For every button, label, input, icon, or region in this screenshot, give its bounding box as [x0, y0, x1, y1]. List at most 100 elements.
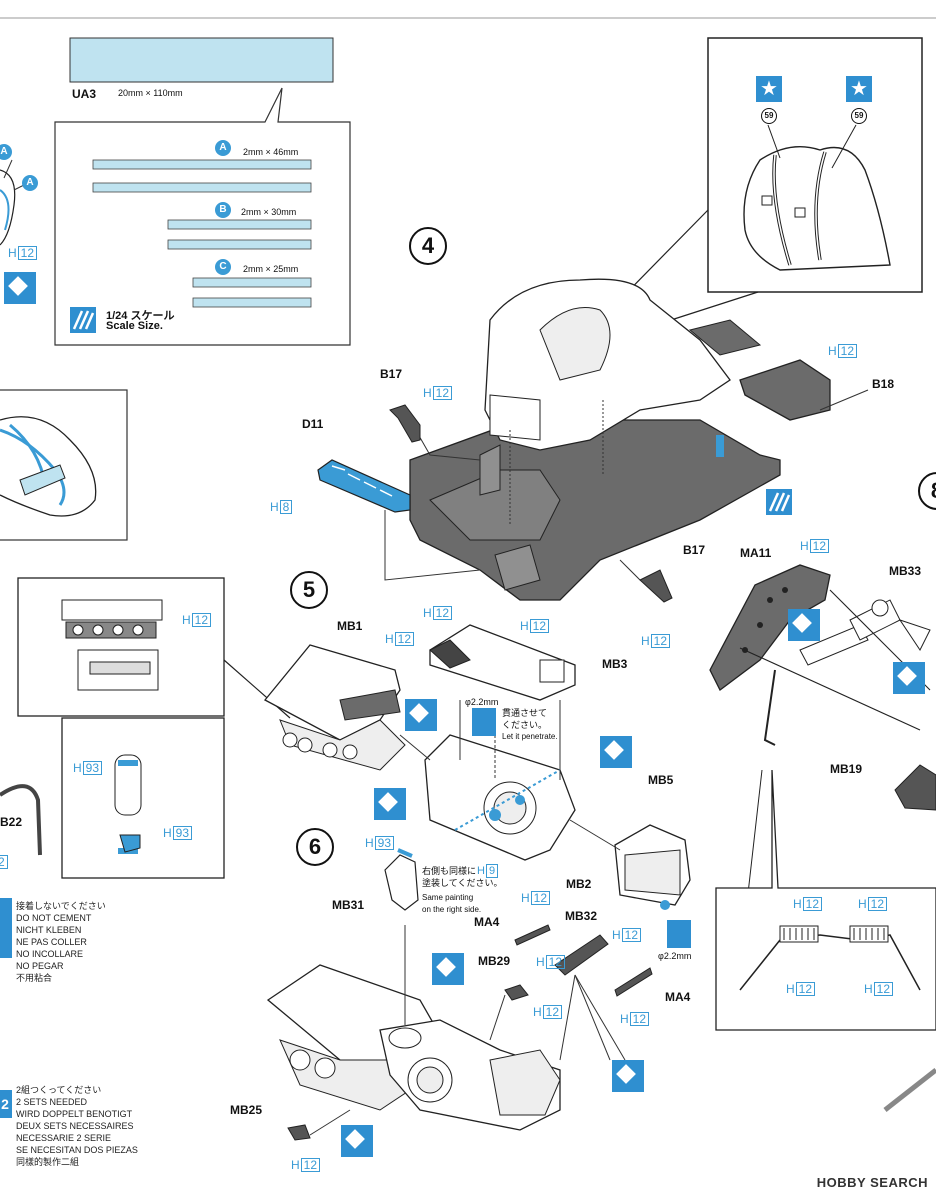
label-mb33: MB33 — [889, 564, 922, 578]
engine-detail-box — [17, 577, 225, 717]
two-sets-icon: 2 — [0, 1090, 12, 1118]
b22-hose — [0, 784, 42, 856]
label-mb29: MB29 — [478, 954, 511, 968]
left-letter-a1: A — [0, 144, 12, 160]
decal-letter-a: A — [215, 140, 231, 156]
label-mb25: MB25 — [230, 1103, 263, 1117]
decal-strip-a1 — [92, 159, 312, 170]
scale-en: Scale Size. — [106, 320, 163, 332]
drill-size-bottom: φ2.2mm — [658, 951, 692, 961]
mb19-part — [894, 764, 936, 811]
mb5-part — [614, 824, 691, 910]
mb2-part — [424, 734, 576, 861]
part-ma4-right — [614, 967, 653, 997]
same-paint-jp2: 塗装してください。 — [422, 878, 503, 888]
glue-diamond-icon-left — [4, 272, 36, 304]
drill-jp-top: 貫通させて ください。 — [502, 708, 548, 730]
decal-size-b: 2mm × 30mm — [241, 207, 297, 217]
glue-diamond-icon-mb33 — [893, 662, 925, 694]
left-letter-a2: A — [22, 175, 38, 191]
label-d11: D11 — [302, 417, 324, 431]
decal-code: UA3 — [72, 87, 97, 101]
same-paint-en2: on the right side. — [422, 905, 482, 914]
decal-59-left: 59 — [761, 108, 777, 124]
decal-strip-a2 — [92, 182, 312, 193]
part-mb29 — [504, 984, 529, 1001]
watermark: HOBBY SEARCH — [816, 1175, 928, 1190]
decal-strip-c2 — [192, 297, 312, 308]
decal-strip-b1 — [167, 219, 312, 230]
part-mb31 — [384, 854, 419, 911]
label-mb31: MB31 — [332, 898, 365, 912]
decal-size-c: 2mm × 25mm — [243, 264, 299, 274]
drill-en-top: Let it penetrate. — [502, 732, 558, 741]
suspension-detail-box — [715, 769, 936, 1031]
glue-diamond-icon-mb2 — [600, 736, 632, 768]
decal-size-a: 2mm × 46mm — [243, 147, 299, 157]
do-not-cement-note: 接着しないでください DO NOT CEMENT NICHT KLEBEN NE… — [16, 901, 106, 983]
part-b17-bottom — [639, 569, 673, 603]
decal-59-right: 59 — [851, 108, 867, 124]
mb1-part — [263, 644, 406, 771]
two-sets-note: 2組つくってください 2 SETS NEEDED WIRD DOPPELT BE… — [16, 1085, 138, 1167]
decal-sheet-swatch — [69, 37, 334, 83]
part-b17-top — [389, 404, 421, 443]
glue-diamond-icon-mb25 — [341, 1125, 373, 1157]
part-ma4-left — [514, 924, 551, 946]
label-mb5: MB5 — [648, 773, 674, 787]
do-not-cement-icon — [0, 898, 12, 958]
label-mb1: MB1 — [337, 619, 363, 633]
label-mb3: MB3 — [602, 657, 628, 671]
left-h2: 2 — [0, 855, 8, 869]
step6-assembly — [266, 964, 561, 1131]
decal-letter-c: C — [215, 259, 231, 275]
decal-strip-c1 — [192, 277, 312, 288]
part-mb32 — [554, 934, 609, 976]
label-mb2: MB2 — [566, 877, 592, 891]
mb33-damper — [799, 599, 931, 666]
decal-strip-b2 — [167, 239, 312, 250]
pump-detail-box — [61, 717, 225, 879]
part-mb25 — [287, 1124, 311, 1141]
decal-callout-box — [54, 87, 351, 346]
label-ma4-right: MA4 — [665, 990, 691, 1004]
glue-diamond-icon-ma11 — [788, 609, 820, 641]
star-icon-left: ★ — [756, 76, 782, 102]
scale-logo-icon — [70, 307, 96, 333]
decal-letter-b: B — [215, 202, 231, 218]
step-5: 5 — [290, 571, 328, 609]
step-4: 4 — [409, 227, 447, 265]
glue-diamond-icon-step6b — [612, 1060, 644, 1092]
same-paint-en1: Same painting — [422, 893, 474, 902]
label-ma4-left: MA4 — [474, 915, 500, 929]
glue-diamond-icon-step6 — [432, 953, 464, 985]
drill-icon-bottom — [667, 920, 691, 948]
label-b17-bottom: B17 — [683, 543, 706, 557]
mb3-part — [429, 624, 576, 701]
glue-diamond-icon-mb1b — [374, 788, 406, 820]
decal-size: 20mm × 110mm — [118, 88, 183, 98]
label-ma11: MA11 — [740, 546, 772, 560]
star-icon-right: ★ — [846, 76, 872, 102]
drill-size-top: φ2.2mm — [465, 697, 499, 707]
